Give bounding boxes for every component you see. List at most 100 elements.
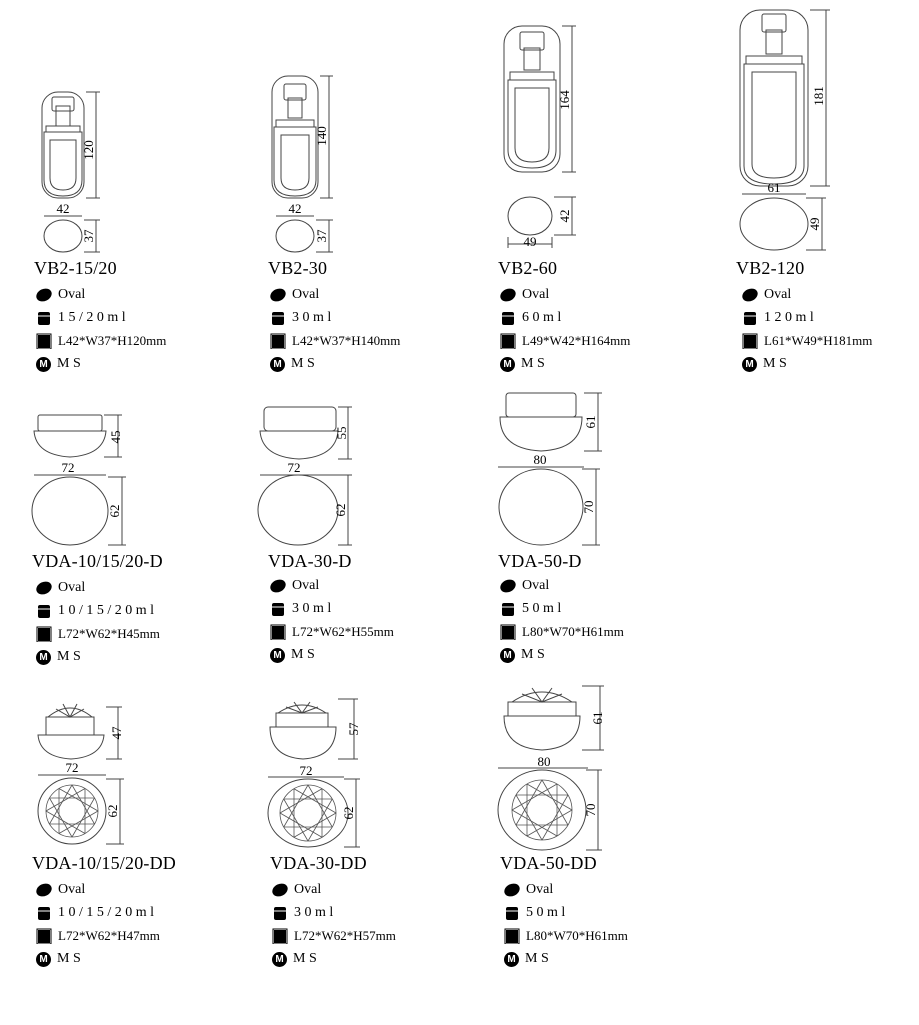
jar-icon [274, 907, 286, 920]
product-card-vda-30-d: 55 72 62 VDA-30-D Oval 3 0 m l L72*W62*H… [232, 395, 452, 725]
model-title: VB2-60 [498, 258, 558, 278]
height-dim: 164 [557, 90, 572, 110]
jar-drawing: 61 80 70 [497, 685, 605, 851]
width-dim: 62 [105, 805, 120, 818]
product-card-vda-30-dd: 57 72 62 VDA-30-DD Oval 3 0 m l L72*W62*… [232, 695, 452, 1025]
jar-icon [744, 312, 756, 325]
length-dim: 72 [300, 763, 313, 778]
box-size-icon [504, 928, 520, 944]
oval-fill-icon [500, 579, 516, 593]
jar-drawing: 57 72 62 [267, 698, 361, 848]
length-dim: 72 [288, 460, 301, 475]
width-dim: 62 [333, 504, 348, 517]
oval-fill-icon [36, 288, 52, 302]
oval-fill-icon [500, 288, 516, 302]
spec-capacity: 3 0 m l [272, 905, 333, 921]
jar-icon [38, 605, 50, 618]
width-dim: 37 [314, 229, 329, 243]
faceted-star-pattern [279, 784, 337, 842]
oval-fill-icon [36, 581, 52, 595]
width-dim: 49 [807, 218, 822, 231]
jar-icon [38, 312, 50, 325]
length-dim: 61 [768, 180, 781, 195]
height-dim: 55 [334, 427, 349, 440]
height-dim: 47 [109, 726, 124, 740]
jar-icon [502, 603, 514, 616]
spec-capacity: 5 0 m l [500, 601, 561, 617]
jar-drawing: 45 72 62 [31, 414, 126, 546]
material-m-icon: M [272, 951, 287, 967]
jar-drawing: 55 72 62 [257, 406, 352, 546]
box-size-icon [270, 624, 286, 640]
model-title: VDA-30-D [268, 551, 352, 571]
oval-fill-icon [36, 883, 52, 897]
material-m-icon: M [500, 647, 515, 663]
length-dim: 80 [538, 754, 551, 769]
material-m-icon: M [504, 951, 519, 967]
spec-size: L72*W62*H47mm [36, 928, 160, 944]
box-size-icon [270, 333, 286, 349]
width-dim: 62 [107, 505, 122, 518]
material-m-icon: M [270, 356, 285, 372]
jar-icon [38, 907, 50, 920]
spec-size: L61*W49*H181mm [742, 333, 872, 349]
bottle-drawing: 164 49 42 [503, 25, 576, 249]
box-size-icon [272, 928, 288, 944]
spec-capacity: 3 0 m l [270, 310, 331, 326]
product-card-vb2-30: 140 42 37 VB2-30 Oval 3 0 m l L42*W37*H1… [232, 0, 452, 372]
spec-capacity: 1 5 / 2 0 m l [36, 310, 126, 326]
spec-shape: Oval [36, 287, 85, 303]
jar-drawing: 61 80 70 [498, 392, 602, 546]
box-size-icon [500, 624, 516, 640]
material-m-icon: M [500, 356, 515, 372]
bottle-drawing: 181 61 49 [739, 9, 830, 251]
oval-fill-icon [742, 288, 758, 302]
spec-shape: Oval [500, 578, 549, 594]
length-dim: 42 [57, 201, 70, 216]
spec-capacity: 5 0 m l [504, 905, 565, 921]
width-dim: 70 [581, 501, 596, 514]
spec-capacity: 1 2 0 m l [742, 310, 814, 326]
oval-fill-icon [504, 883, 520, 897]
width-dim: 62 [341, 807, 356, 820]
model-title: VDA-50-D [498, 551, 582, 571]
spec-capacity: 3 0 m l [270, 601, 331, 617]
box-size-icon [742, 333, 758, 349]
spec-capacity: 1 0 / 1 5 / 2 0 m l [36, 905, 154, 921]
jar-icon [272, 312, 284, 325]
model-title: VB2-15/20 [34, 258, 117, 278]
jar-icon [502, 312, 514, 325]
spec-size: L72*W62*H45mm [36, 626, 160, 642]
width-dim: 70 [583, 804, 598, 817]
height-dim: 57 [346, 722, 361, 736]
spec-capacity: 6 0 m l [500, 310, 561, 326]
jar-icon [506, 907, 518, 920]
spec-shape: Oval [272, 882, 321, 898]
length-dim: 49 [524, 234, 537, 249]
box-size-icon [36, 928, 52, 944]
spec-shape: Oval [270, 578, 319, 594]
model-title: VDA-10/15/20-D [32, 551, 163, 571]
height-dim: 61 [583, 416, 598, 429]
model-title: VDA-30-DD [270, 853, 367, 873]
width-dim: 42 [557, 210, 572, 223]
spec-shape: Oval [270, 287, 319, 303]
faceted-star-pattern [45, 784, 99, 838]
spec-capacity: 1 0 / 1 5 / 2 0 m l [36, 603, 154, 619]
material-m-icon: M [36, 356, 51, 372]
material-m-icon: M [36, 951, 51, 967]
length-dim: 42 [289, 201, 302, 216]
spec-shape: Oval [500, 287, 549, 303]
height-dim: 140 [314, 126, 329, 146]
product-card-vda-50-d: 61 80 70 VDA-50-D Oval 5 0 m l L80*W70*H… [464, 385, 684, 715]
jar-icon [272, 603, 284, 616]
spec-shape: Oval [36, 580, 85, 596]
spec-size: L80*W70*H61mm [504, 928, 628, 944]
